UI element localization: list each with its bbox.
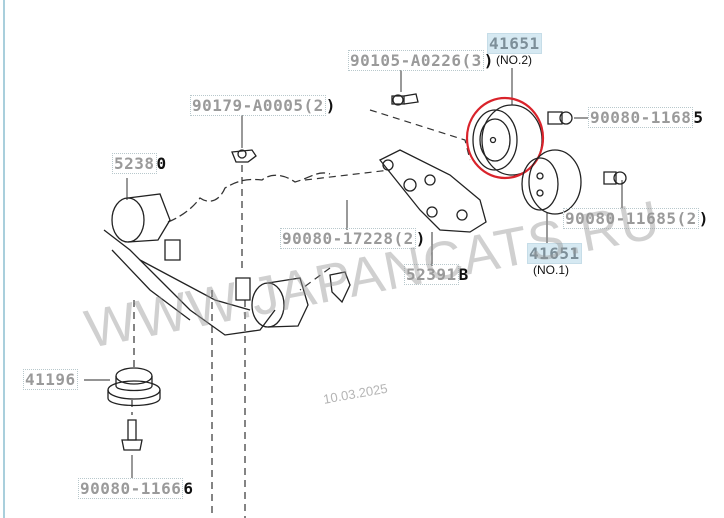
part-sublabel-no2: (NO.2) (496, 53, 532, 67)
frame-border (3, 0, 5, 518)
part-sublabel-no1: (NO.1) (533, 263, 569, 277)
part-label-90080-17228[interactable]: 90080-17228(2) (280, 228, 426, 249)
highlight-circle (465, 96, 545, 180)
part-label-41651-no2[interactable]: 41651 (487, 33, 542, 54)
part-label-41651-no1[interactable]: 41651 (527, 243, 582, 264)
part-label-90179-a0005[interactable]: 90179-A0005(2) (190, 95, 336, 116)
part-label-90105-a0226[interactable]: 90105-A0226(3) (348, 50, 494, 71)
part-label-90080-11685-bottom[interactable]: 90080-11685(2) (563, 208, 709, 229)
part-label-41196[interactable]: 41196 (23, 369, 78, 390)
